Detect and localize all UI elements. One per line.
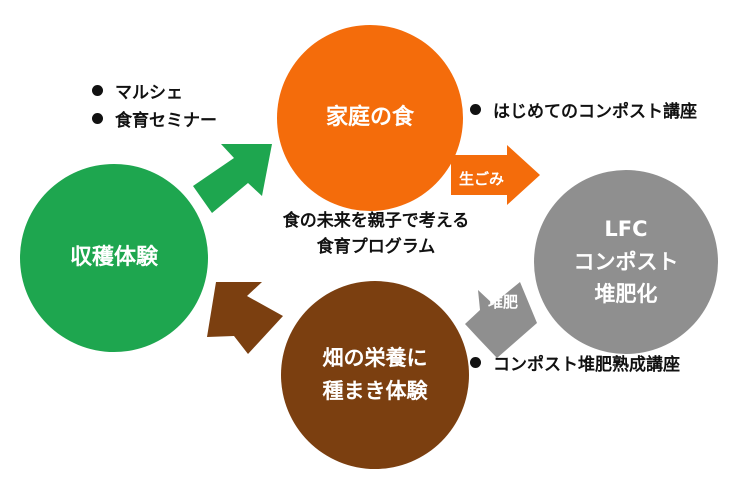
bullet-dot-icon: [92, 84, 103, 96]
bullet-text: はじめてのコンポスト講座: [493, 101, 697, 122]
compost-label: 堆肥: [488, 293, 519, 311]
field-nutrition-circle: 畑の栄養に 種まき体験: [281, 281, 469, 469]
bullet-dot-icon: [92, 112, 103, 124]
field-line2: 種まき体験: [322, 379, 428, 403]
bullet-text: マルシェ: [115, 82, 183, 103]
list-item: はじめてのコンポスト講座: [470, 95, 697, 123]
list-item: 食育セミナー: [92, 104, 217, 132]
arrow-home-to-lfc: [451, 145, 540, 205]
arrow-field-to-harvest: [207, 282, 283, 354]
bullet-list-left: マルシェ 食育セミナー: [92, 76, 217, 132]
lfc-line2: コンポスト: [573, 249, 679, 274]
bullet-dot-icon: [470, 356, 481, 368]
harvest-circle: 収穫体験: [20, 164, 208, 352]
bullet-text: 食育セミナー: [115, 110, 217, 131]
bullet-list-bottom: コンポスト堆肥熟成講座: [470, 348, 680, 376]
raw-garbage-label: 生ごみ: [459, 170, 505, 188]
lfc-line1: LFC: [604, 217, 648, 242]
program-title-line1: 食の未来を親子で考える: [282, 211, 470, 231]
home-food-circle: 家庭の食: [277, 25, 463, 211]
arrow-lfc-to-field: [465, 282, 537, 358]
list-item: マルシェ: [92, 76, 217, 104]
program-title: 食の未来を親子で考える 食育プログラム: [246, 209, 506, 260]
bullet-dot-icon: [470, 103, 481, 115]
list-item: コンポスト堆肥熟成講座: [470, 348, 680, 376]
field-line1: 畑の栄養に: [322, 346, 428, 371]
lfc-compost-circle: LFC コンポスト 堆肥化: [534, 170, 718, 354]
bullet-list-top: はじめてのコンポスト講座: [470, 95, 697, 123]
harvest-label: 収穫体験: [69, 244, 158, 270]
lfc-line3: 堆肥化: [594, 282, 658, 307]
program-title-line2: 食育プログラム: [316, 236, 436, 257]
arrow-harvest-to-home: [193, 144, 272, 213]
bullet-text: コンポスト堆肥熟成講座: [493, 354, 680, 375]
home-food-label: 家庭の食: [325, 104, 414, 130]
